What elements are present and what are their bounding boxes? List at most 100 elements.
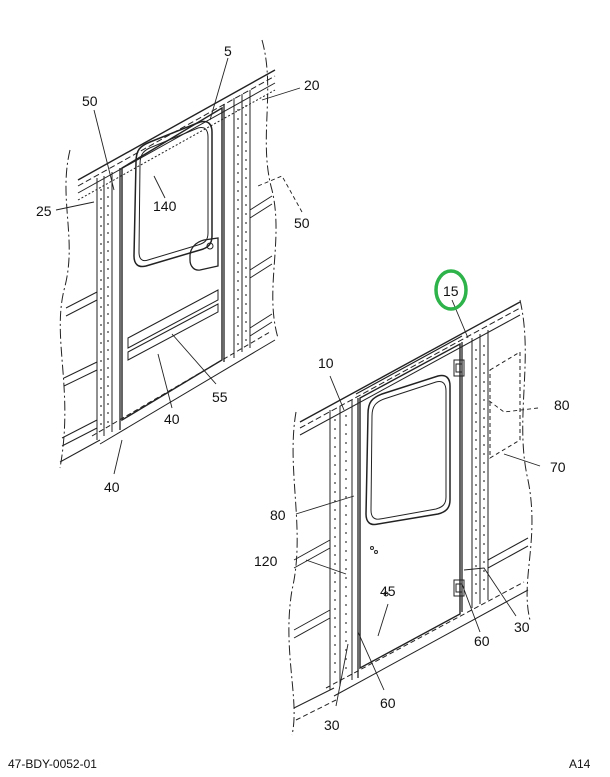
- callout-5: 5: [224, 43, 232, 59]
- rivet: [245, 177, 247, 179]
- rivet: [483, 417, 485, 419]
- rivet: [334, 554, 336, 556]
- rivet: [334, 608, 336, 610]
- rivet: [245, 159, 247, 161]
- rivet: [100, 387, 102, 389]
- rivet: [107, 349, 109, 351]
- rivet: [475, 493, 477, 495]
- rivet: [483, 552, 485, 554]
- rivet: [483, 525, 485, 527]
- rivet: [483, 354, 485, 356]
- rivet: [237, 334, 239, 336]
- rivet: [237, 316, 239, 318]
- rivet: [483, 588, 485, 590]
- rivet: [107, 358, 109, 360]
- callout-70: 70: [550, 459, 566, 475]
- rivet: [475, 520, 477, 522]
- drawing-id: 47-BDY-0052-01: [8, 757, 97, 771]
- rivet: [345, 559, 347, 561]
- rivet: [245, 330, 247, 332]
- rivet: [475, 583, 477, 585]
- rivet: [345, 613, 347, 615]
- rivet: [483, 426, 485, 428]
- rivet: [475, 376, 477, 378]
- rivet: [100, 306, 102, 308]
- rivet: [334, 482, 336, 484]
- rivet: [475, 511, 477, 513]
- rivet: [100, 351, 102, 353]
- rivet: [483, 444, 485, 446]
- rivet: [483, 489, 485, 491]
- rivet: [237, 181, 239, 183]
- rivet: [100, 396, 102, 398]
- rivet: [475, 466, 477, 468]
- rivet: [100, 279, 102, 281]
- rivet: [245, 168, 247, 170]
- rivet: [107, 313, 109, 315]
- rivet: [345, 433, 347, 435]
- rivet: [483, 543, 485, 545]
- rivet: [237, 280, 239, 282]
- rivet: [245, 258, 247, 260]
- rivet: [107, 241, 109, 243]
- rivet: [245, 105, 247, 107]
- rivet: [334, 590, 336, 592]
- rivet: [107, 331, 109, 333]
- rivet: [334, 428, 336, 430]
- rivet: [345, 541, 347, 543]
- rivet: [100, 288, 102, 290]
- callout-10: 10: [318, 355, 334, 371]
- rivet: [237, 118, 239, 120]
- rivet: [237, 244, 239, 246]
- rivet: [334, 671, 336, 673]
- rivet: [245, 285, 247, 287]
- rivet: [245, 339, 247, 341]
- rivet: [245, 321, 247, 323]
- rivet: [483, 507, 485, 509]
- rivet: [483, 408, 485, 410]
- rivet: [483, 570, 485, 572]
- leader-lines: [55, 57, 541, 707]
- rivet: [107, 187, 109, 189]
- rivet: [107, 205, 109, 207]
- rivet: [334, 419, 336, 421]
- rivet: [345, 550, 347, 552]
- rivet: [475, 475, 477, 477]
- rivet: [334, 563, 336, 565]
- callout-50-top: 50: [82, 93, 98, 109]
- highlight-circle: [434, 269, 468, 311]
- rivet: [245, 240, 247, 242]
- rivet: [334, 455, 336, 457]
- rivet: [345, 505, 347, 507]
- rivet: [334, 518, 336, 520]
- callout-140: 140: [153, 198, 177, 214]
- rivet: [237, 298, 239, 300]
- rivet: [245, 114, 247, 116]
- rivet: [245, 213, 247, 215]
- rivet: [237, 172, 239, 174]
- callout-25: 25: [36, 203, 52, 219]
- rivet: [237, 208, 239, 210]
- rivet: [334, 626, 336, 628]
- rivet: [483, 480, 485, 482]
- rivet: [475, 349, 477, 351]
- rivet: [475, 394, 477, 396]
- rivet: [345, 442, 347, 444]
- rivet: [334, 437, 336, 439]
- rivet: [345, 460, 347, 462]
- rivet: [100, 216, 102, 218]
- rivet: [334, 473, 336, 475]
- rivet: [483, 381, 485, 383]
- rivet: [245, 132, 247, 134]
- rivet: [483, 372, 485, 374]
- callout-40-bottom: 40: [104, 479, 120, 495]
- rivet: [100, 414, 102, 416]
- rivet: [475, 403, 477, 405]
- callout-30-bottom: 30: [324, 717, 340, 733]
- rivet: [245, 303, 247, 305]
- callout-55: 55: [212, 389, 228, 405]
- callout-60-right: 60: [474, 633, 490, 649]
- rivet: [107, 367, 109, 369]
- rivet: [345, 469, 347, 471]
- rivet: [334, 491, 336, 493]
